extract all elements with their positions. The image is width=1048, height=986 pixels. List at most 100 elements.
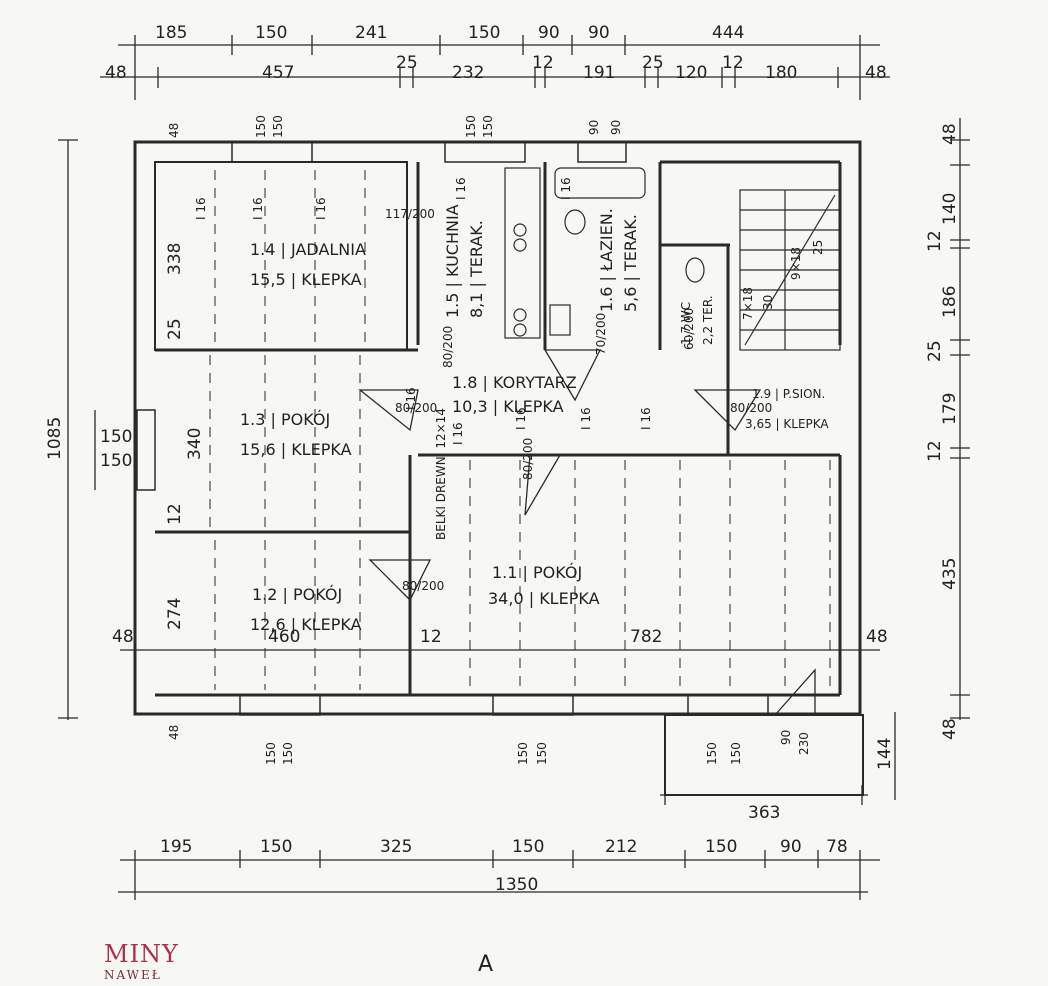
dim-left-150a: 150 [100,427,132,447]
dim-inner-4: 782 [630,627,662,647]
dim-right-6: 179 [940,393,960,425]
beam-label-8: I 16 [579,407,593,430]
stair-labels: 9×18 25 7×18 30 [741,240,825,320]
stair-label-1: 9×18 [789,247,803,280]
dim-top2-6: 191 [583,63,615,83]
dim-top-2: 150 [255,23,287,43]
dim-bottom-3: 325 [380,837,412,857]
beam-label-4: I 16 [454,177,468,200]
dim-bottom-6: 150 [705,837,737,857]
door-label-7: 80/200 [521,438,535,480]
dim-left-150b: 150 [100,451,132,471]
dim-right-9: 48 [940,718,960,740]
dim-inner-2: 460 [268,627,300,647]
room-1-7-label: 1.7 WC [679,302,693,345]
room-1-9-area: 3,65 | KLEPKA [745,417,829,431]
dim-win-bot-2: 150 [264,742,278,765]
stamp-logo: MINY [104,940,179,968]
dim-top2-11: 48 [865,63,887,83]
dim-win-top-6: 90 [587,120,601,135]
stair-label-4: 30 [761,295,775,310]
beam-labels: I 16 I 16 I 16 I 16 I 16 I 16 I 16 I 16 … [194,177,653,540]
beam-label-10: I 16 [404,387,418,410]
stamp-subtext: NAWEŁ [104,968,162,982]
dim-top2-7: 25 [642,53,664,73]
dim-win-bot-5: 150 [535,742,549,765]
beam-label-3: I 16 [314,197,328,220]
dim-win-bot-4: 150 [516,742,530,765]
dim-balcony-depth: 144 [875,738,895,770]
dim-bottom-4: 150 [512,837,544,857]
dim-top2-9: 12 [722,53,744,73]
dim-right-5: 25 [925,340,945,362]
dim-top-7: 444 [712,23,744,43]
door-label-8: 80/200 [402,579,444,593]
door-label-6: 80/200 [730,401,772,415]
door-swings [358,349,816,716]
door-label-1: 117/200 [385,207,435,221]
dim-inner-5: 48 [866,627,888,647]
beam-label-1: I 16 [194,197,208,220]
dim-top2-10: 180 [765,63,797,83]
walls [133,140,864,796]
dim-left-25: 25 [165,318,185,340]
door-labels: 117/200 80/200 80/200 70/200 60/200 80/2… [385,207,772,593]
dim-win-top-4: 150 [464,115,478,138]
dim-top-6: 90 [588,23,610,43]
room-1-4-area: 15,5 | KLEPKA [250,270,362,289]
dim-win-bot-6: 150 [705,742,719,765]
door-label-3: 80/200 [441,326,455,368]
dim-right-4: 186 [940,286,960,318]
room-1-8-area: 10,3 | KLEPKA [452,397,564,416]
section-mark: A [478,952,494,977]
room-1-4-label: 1.4 | JADALNIA [250,240,366,259]
stair-label-2: 25 [811,240,825,255]
door-label-2: 80/200 [395,401,437,415]
dim-top-4: 150 [468,23,500,43]
beam-label-7: I 16 [514,407,528,430]
room-1-1-area: 34,0 | KLEPKA [488,589,600,608]
dim-right-2: 140 [940,193,960,225]
dim-balcony-door-w: 90 [779,730,793,745]
dimension-lines [58,35,970,900]
stair-label-3: 7×18 [741,287,755,320]
room-labels: 1.4 | JADALNIA 15,5 | KLEPKA 1.5 | KUCHN… [240,204,829,634]
dim-right-7: 12 [925,440,945,462]
beam-label-2: I 16 [251,197,265,220]
dim-win-top-3: 150 [271,115,285,138]
dim-win-bot-1: 48 [167,725,181,740]
dim-right-1: 48 [940,123,960,145]
dim-inner-1: 48 [112,627,134,647]
dim-top2-1: 48 [105,63,127,83]
dim-bottom-5: 212 [605,837,637,857]
dim-top2-5: 12 [532,53,554,73]
room-1-3-label: 1.3 | POKÓJ [240,410,330,429]
room-1-7-area: 2,2 TER. [701,295,715,345]
room-1-5-area: 8,1 | TERAK. [467,220,486,318]
room-1-8-label: 1.8 | KORYTARZ [452,373,577,392]
dim-win-top-7: 90 [609,120,623,135]
dim-bottom-1: 195 [160,837,192,857]
dim-top-1: 185 [155,23,187,43]
dim-win-bot-7: 150 [729,742,743,765]
dim-win-top-2: 150 [254,115,268,138]
staircase [739,189,841,351]
dim-inner-3: 12 [420,627,442,647]
room-1-9-label: 1.9 | P.SION. [752,387,825,401]
beam-note: BELKI DREWN. 12×14 [434,408,448,540]
dim-win-bot-3: 150 [281,742,295,765]
dim-balcony-width: 363 [748,803,780,823]
room-1-2-label: 1.2 | POKÓJ [252,585,342,604]
fixtures [504,167,705,339]
beam-hatching [209,170,831,690]
windows [136,141,769,716]
dim-win-top-5: 150 [481,115,495,138]
door-label-4: 70/200 [594,313,608,355]
room-1-1-label: 1.1 | POKÓJ [492,563,582,582]
beam-label-9: I 16 [639,407,653,430]
dim-left-340: 340 [185,428,205,460]
room-1-6-area: 5,6 | TERAK. [621,214,640,312]
dim-win-top-1: 48 [167,123,181,138]
dim-top2-3: 25 [396,53,418,73]
